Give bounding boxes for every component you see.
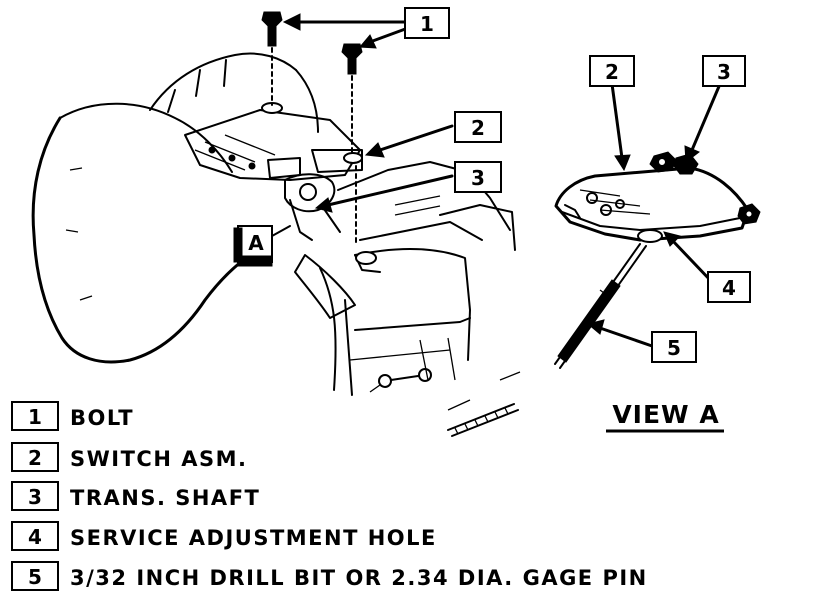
callout-view-2: 2 <box>589 55 635 87</box>
leader-2 <box>364 124 454 158</box>
switch-assembly-view-a <box>554 151 761 369</box>
callout-3-number: 3 <box>471 166 485 190</box>
view-a-marker: A <box>233 225 273 267</box>
view-a-marker-letter: A <box>248 231 264 255</box>
callout-3: 3 <box>454 161 502 193</box>
legend: 1 BOLT 2 SWITCH ASM. 3 TRANS. SHAFT 4 SE… <box>11 401 648 591</box>
callout-view-4: 4 <box>707 271 751 303</box>
transmission-assembly-drawing <box>31 52 521 437</box>
legend-label: SERVICE ADJUSTMENT HOLE <box>70 526 437 550</box>
view-a-label: VIEW A <box>606 400 724 433</box>
legend-label: SWITCH ASM. <box>70 447 247 471</box>
callout-view-3: 3 <box>702 55 746 87</box>
bolt-1-right <box>341 43 363 245</box>
legend-number: 5 <box>28 565 42 589</box>
callout-view-3-number: 3 <box>717 60 731 84</box>
legend-item: 2 SWITCH ASM. <box>11 442 247 472</box>
legend-number: 4 <box>28 525 42 549</box>
legend-number: 3 <box>28 485 42 509</box>
callout-2-number: 2 <box>471 116 485 140</box>
legend-item: 1 BOLT <box>11 401 134 431</box>
legend-number: 2 <box>28 446 42 470</box>
leader-view-3 <box>684 82 722 163</box>
legend-label: BOLT <box>70 406 134 430</box>
callout-1: 1 <box>404 7 450 39</box>
leader-1b <box>358 26 410 49</box>
leader-view-2 <box>610 82 631 172</box>
callout-view-2-number: 2 <box>605 60 619 84</box>
leader-1a <box>282 13 407 31</box>
view-a-title: VIEW A <box>612 400 719 429</box>
leader-3 <box>314 174 454 213</box>
bolt-1-left <box>261 11 283 106</box>
legend-item: 3 TRANS. SHAFT <box>11 481 260 511</box>
legend-number: 1 <box>28 405 42 429</box>
callout-1-number: 1 <box>420 12 434 36</box>
callout-view-5: 5 <box>651 331 697 363</box>
leader-view-4 <box>663 231 714 284</box>
callout-2: 2 <box>454 111 502 143</box>
callout-view-4-number: 4 <box>722 276 736 300</box>
legend-label: TRANS. SHAFT <box>70 486 260 510</box>
legend-item: 4 SERVICE ADJUSTMENT HOLE <box>11 521 437 551</box>
legend-item: 5 3/32 INCH DRILL BIT OR 2.34 DIA. GAGE … <box>11 561 648 591</box>
callout-view-5-number: 5 <box>667 336 681 360</box>
legend-label: 3/32 INCH DRILL BIT OR 2.34 DIA. GAGE PI… <box>70 566 648 590</box>
leader-view-5 <box>586 319 654 348</box>
leader-a <box>271 225 291 237</box>
